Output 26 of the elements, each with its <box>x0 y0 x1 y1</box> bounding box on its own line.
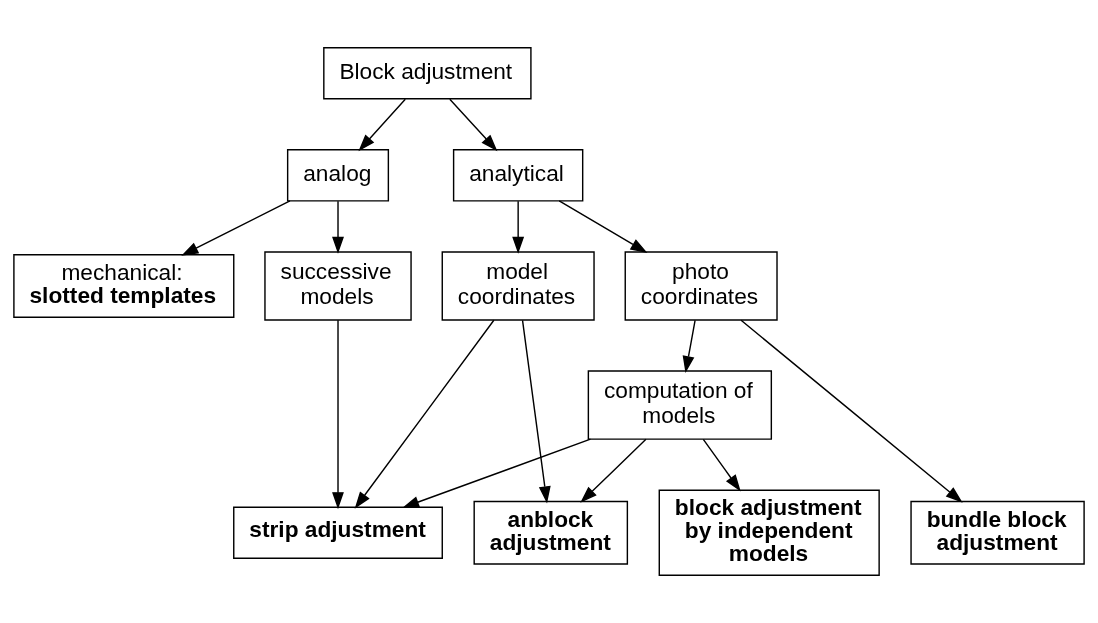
arrow <box>332 319 344 510</box>
node-box: photo coordinates <box>624 251 778 321</box>
node-box: mechanical: slotted templates <box>13 254 235 318</box>
arrow <box>402 438 592 508</box>
node-box: model coordinates <box>441 251 595 321</box>
node-box: strip adjustment <box>233 506 443 559</box>
arrow <box>682 319 696 374</box>
arrow <box>702 438 741 492</box>
arrow <box>449 98 498 152</box>
arrow <box>521 319 551 504</box>
arrow <box>740 319 963 503</box>
node-box: Block adjustment <box>323 46 532 100</box>
node-box: bundle block adjustment <box>910 500 1085 565</box>
arrow <box>181 200 291 256</box>
arrow <box>332 200 344 254</box>
node-box: block adjustment by independent models <box>658 489 880 577</box>
node-box: anblock adjustment <box>473 500 629 565</box>
node-box: computation of models <box>587 370 773 440</box>
node-box: successive models <box>264 251 412 321</box>
arrow <box>512 200 525 254</box>
node-box: analog <box>286 149 390 202</box>
arrow <box>354 319 495 509</box>
arrow <box>580 438 647 503</box>
node-box: analytical <box>452 149 584 202</box>
arrow <box>558 200 648 253</box>
arrow <box>358 98 406 152</box>
